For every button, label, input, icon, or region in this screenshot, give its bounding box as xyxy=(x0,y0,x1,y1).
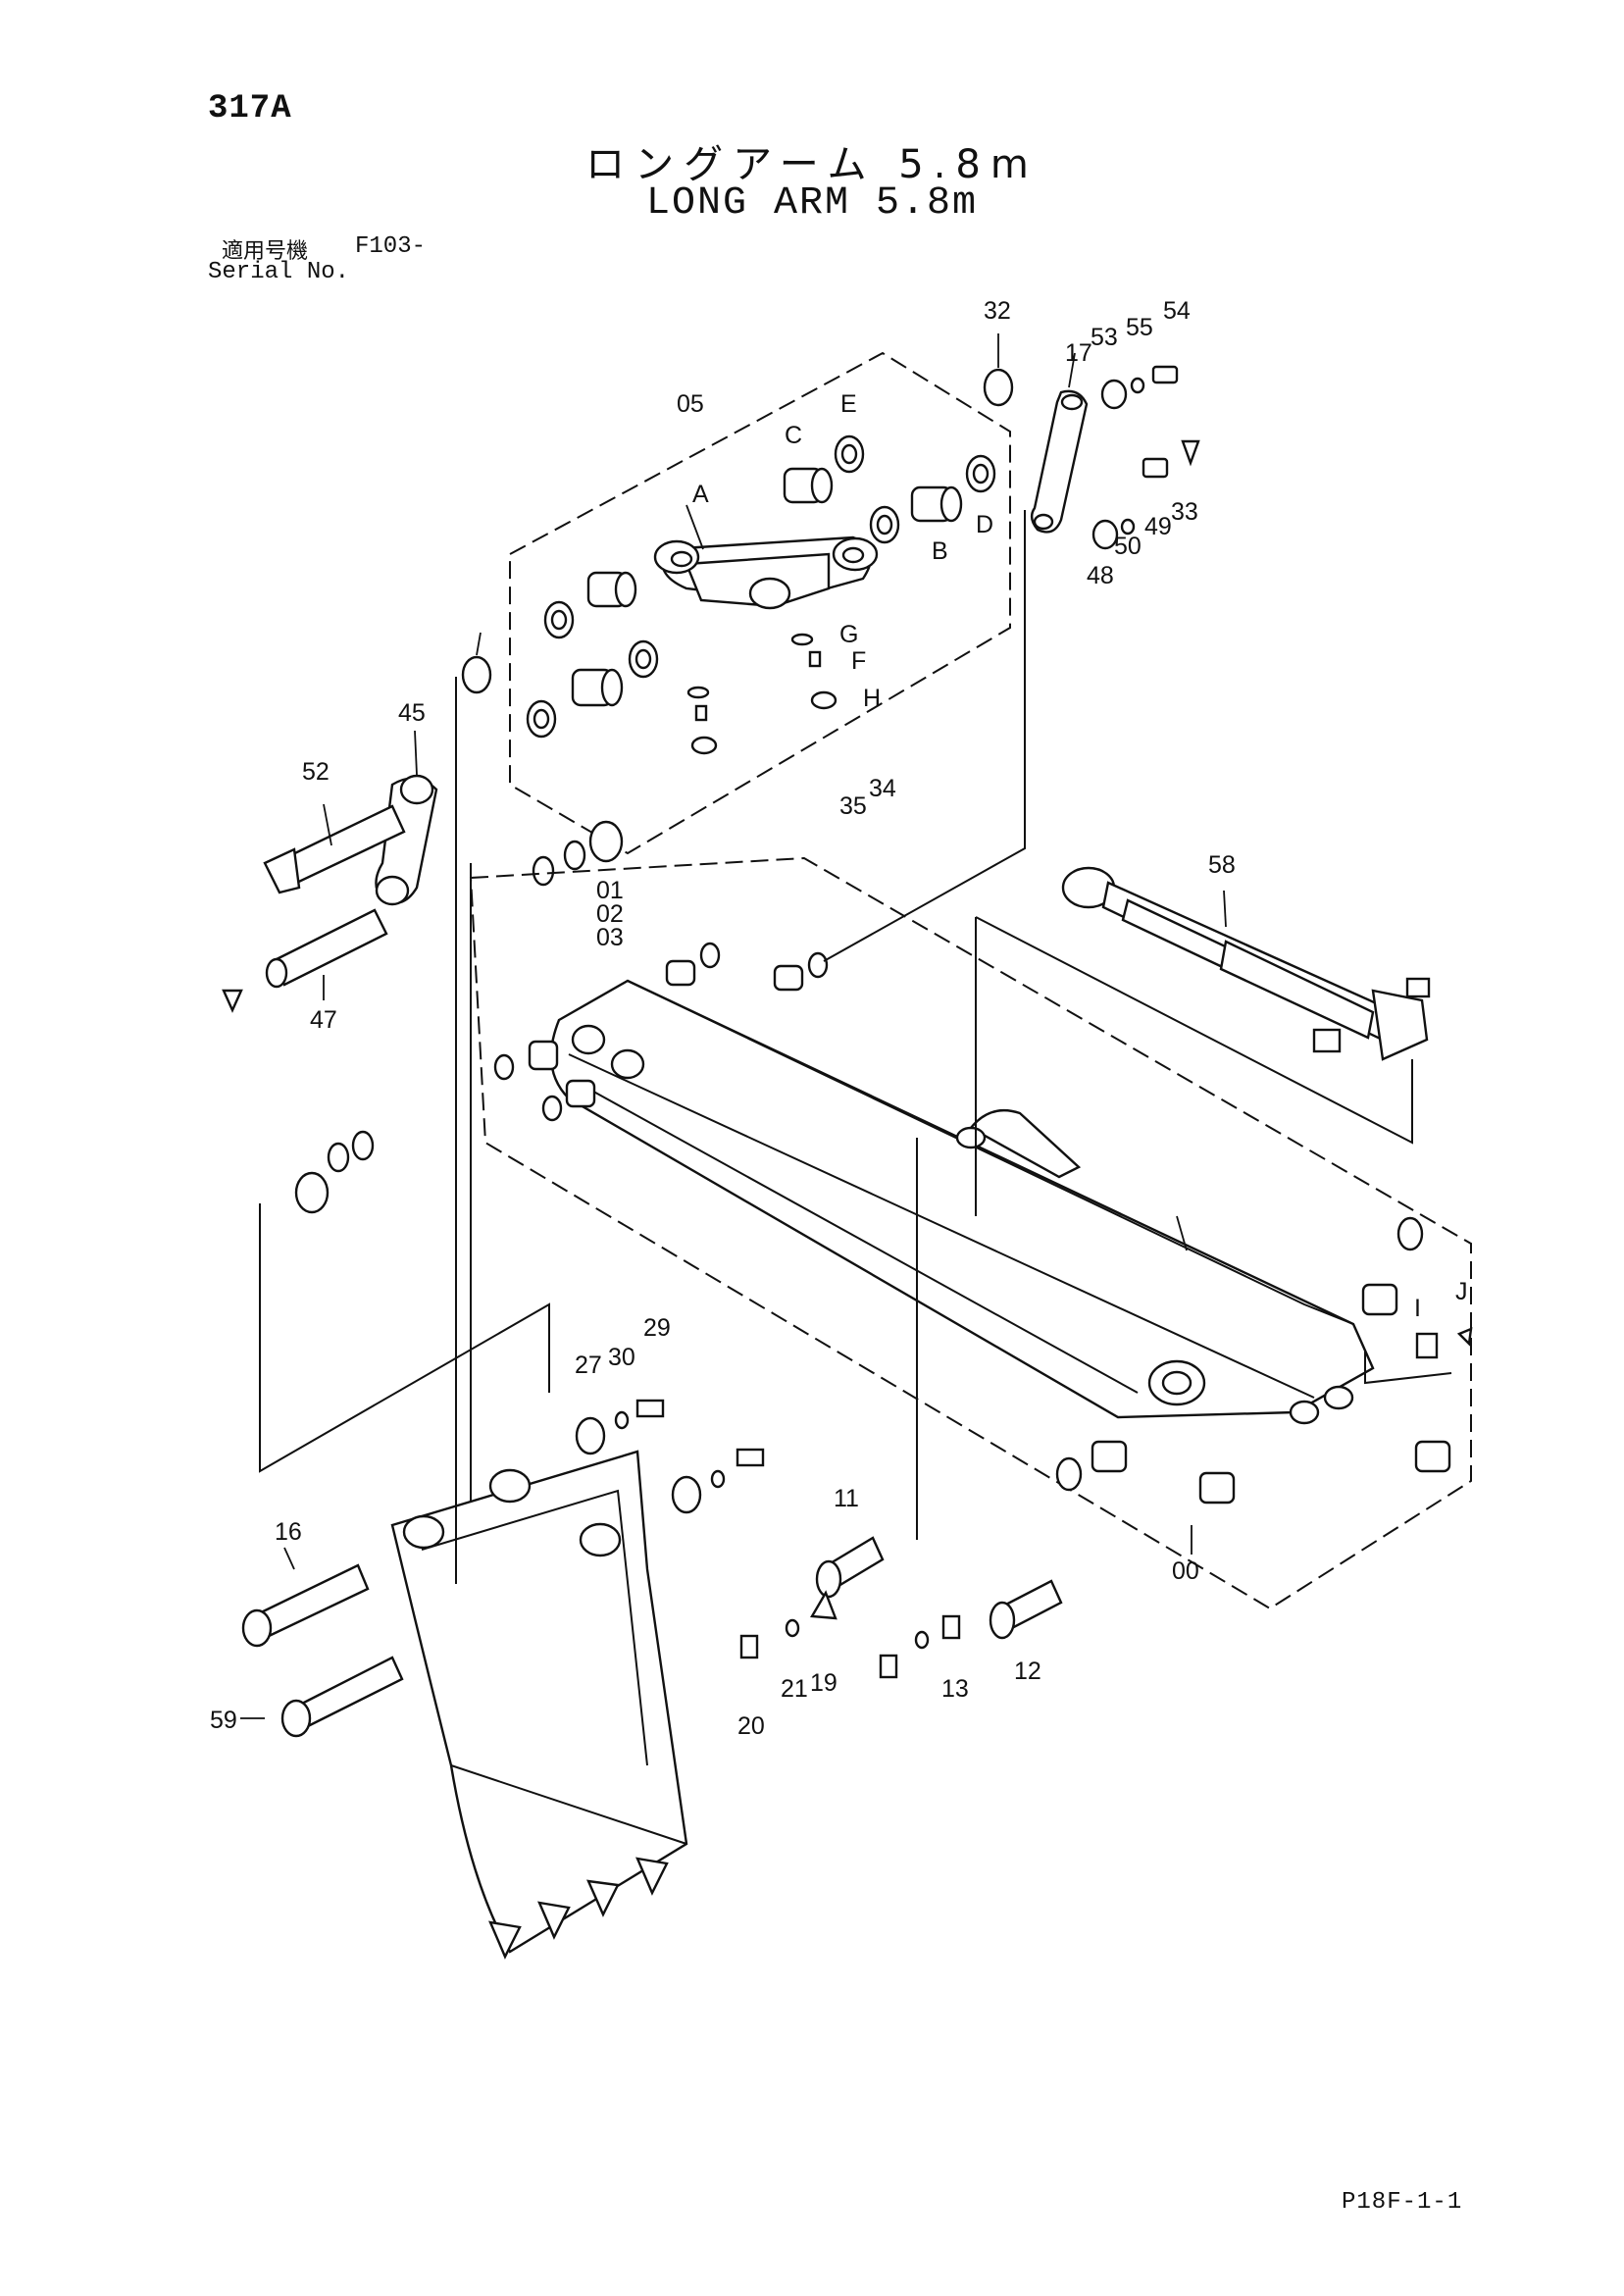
callout-label: 59 xyxy=(210,1707,237,1734)
title-japanese: ロングアーム 5.8m xyxy=(585,142,1039,187)
seal-d-mid xyxy=(869,505,900,544)
callout-label: A xyxy=(692,481,709,508)
title-english: LONG ARM 5.8m xyxy=(645,181,979,226)
callout-label: 58 xyxy=(1208,851,1236,879)
callout-label: 53 xyxy=(1091,324,1118,351)
callout-label: I xyxy=(1414,1295,1421,1322)
callout-label: B xyxy=(932,537,948,565)
callout-label: 21 xyxy=(781,1675,808,1703)
serial-code: F103- xyxy=(355,233,427,260)
callout-labels: 32 17 53 55 54 05 C E A D B 49 33 50 48 … xyxy=(210,297,1468,1740)
bucket xyxy=(390,1450,688,1960)
callout-label: 12 xyxy=(1014,1658,1041,1685)
pin-12 xyxy=(989,1579,1063,1640)
callout-label: 55 xyxy=(1126,314,1153,341)
guide-line-bucket xyxy=(259,1203,550,1473)
pin-59 xyxy=(280,1656,404,1738)
callout-label: 30 xyxy=(608,1344,635,1371)
page-reference: P18F-1-1 xyxy=(1342,2189,1463,2216)
bucket-hardware xyxy=(575,1399,765,1514)
arm-bushings xyxy=(493,942,1473,1505)
bushing-b-left xyxy=(571,668,624,707)
grease-fitting-33 xyxy=(222,989,243,1013)
callout-label: 45 xyxy=(398,699,426,727)
bushing-c-upper xyxy=(783,467,834,504)
washers-left xyxy=(294,820,624,1214)
pin-16 xyxy=(241,1563,370,1648)
link-a xyxy=(653,536,879,610)
callout-label: 01 xyxy=(596,877,624,904)
callout-label: 17 xyxy=(1065,339,1092,367)
snap-ring-32-left xyxy=(461,655,492,694)
callout-label: 52 xyxy=(302,758,330,786)
callout-label: D xyxy=(976,511,993,538)
serial-label-english: Serial No. xyxy=(208,259,350,285)
callout-label: 03 xyxy=(596,924,624,951)
callout-label: 29 xyxy=(643,1314,671,1342)
callout-label: 27 xyxy=(575,1352,602,1379)
snap-ring-32-top xyxy=(983,368,1014,407)
callout-label: H xyxy=(863,685,881,712)
pin-47 xyxy=(265,908,388,989)
bushing-b-upper xyxy=(910,485,963,523)
seal-d-upper xyxy=(965,454,996,493)
group-05-boundary xyxy=(509,351,1011,855)
seal-e-left xyxy=(543,600,575,639)
seal-d-left xyxy=(526,699,557,739)
callout-label: 54 xyxy=(1163,297,1191,325)
grease-fittings xyxy=(686,633,837,755)
callout-label: 49 xyxy=(1144,513,1172,540)
serial-label-japanese: 適用号機 xyxy=(222,239,309,264)
group-00-boundary xyxy=(469,856,1472,1610)
callout-label: J xyxy=(1455,1278,1468,1305)
guide-line-right xyxy=(1364,1352,1452,1385)
callout-label: E xyxy=(840,390,857,418)
callout-label: 19 xyxy=(810,1669,837,1697)
callout-label: 47 xyxy=(310,1006,337,1034)
callout-label: 00 xyxy=(1172,1557,1199,1585)
guide-line-link-17 xyxy=(823,510,1026,962)
pin-52 xyxy=(263,804,406,894)
cylinder-58 xyxy=(1061,866,1431,1061)
callout-label: 20 xyxy=(737,1712,765,1740)
callout-label: G xyxy=(839,621,858,648)
callout-label: 50 xyxy=(1114,533,1142,560)
arm-a xyxy=(549,979,1375,1425)
page-code: 317A xyxy=(208,90,292,128)
seal-e-upper xyxy=(834,434,865,474)
callout-label: 16 xyxy=(275,1518,302,1546)
callout-label: 48 xyxy=(1087,562,1114,589)
callout-label: 02 xyxy=(596,900,624,928)
pin-11 xyxy=(815,1536,885,1599)
bushing-c-left xyxy=(586,571,637,608)
callout-label: C xyxy=(785,422,802,449)
callout-label: 05 xyxy=(677,390,704,418)
callout-label: 35 xyxy=(839,792,867,820)
callout-label: 34 xyxy=(869,775,896,802)
pin-hardware xyxy=(739,1590,961,1679)
callout-label: 13 xyxy=(941,1675,969,1703)
seal-d-left-mid xyxy=(628,639,659,679)
hardware-right xyxy=(1091,365,1200,550)
callout-label: 11 xyxy=(834,1485,859,1512)
callout-label: F xyxy=(851,647,866,675)
link-17 xyxy=(1030,389,1089,534)
leader-lines xyxy=(240,333,1227,1719)
callout-label: 32 xyxy=(984,297,1011,325)
cylinder-bracket-lines xyxy=(975,916,1413,1145)
callout-label: 33 xyxy=(1171,498,1198,526)
